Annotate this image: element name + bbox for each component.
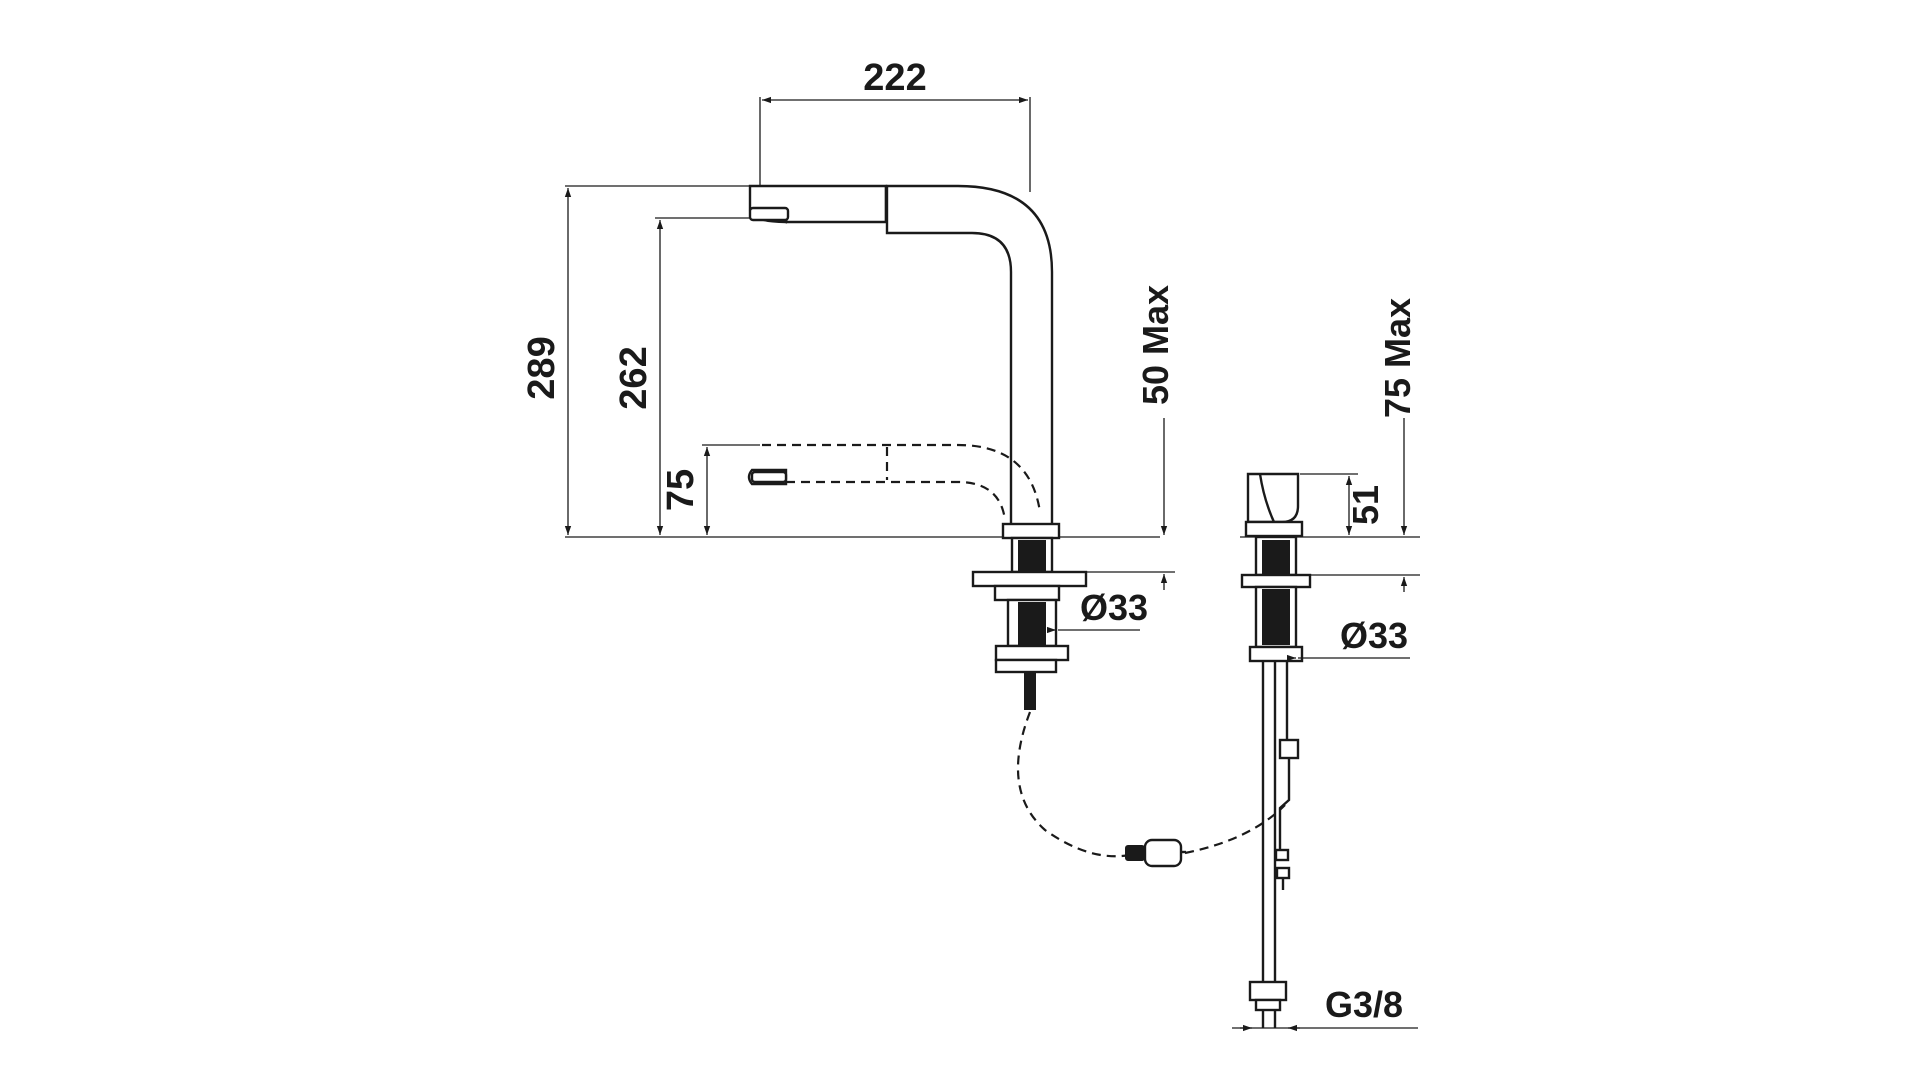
pulled-out-height-dimension: 75 (660, 444, 760, 535)
pull-out-hose (1016, 711, 1286, 868)
handle-height-dimension: 51 (1300, 473, 1386, 535)
deck-thickness-dimension-left: 50 Max (1060, 285, 1176, 590)
handle-height-label: 51 (1345, 485, 1386, 525)
pulled-out-height-label: 75 (660, 469, 702, 511)
reach-dimension: 222 (759, 57, 1031, 192)
total-height-label: 289 (521, 336, 563, 399)
hole-diameter-dimension-left: Ø33 (1047, 587, 1148, 634)
spout-height-label: 262 (613, 346, 655, 409)
pulled-out-spout (747, 443, 1042, 521)
thread-left (1018, 540, 1046, 646)
front-view: 222 289 262 75 (521, 57, 1286, 868)
reach-label: 222 (863, 57, 926, 99)
deck-thickness-right-label: 75 Max (1377, 298, 1418, 418)
mounting-assembly-left (971, 522, 1088, 710)
connection-thread-label: G3/8 (1325, 984, 1403, 1025)
hole-diameter-right-label: Ø33 (1340, 615, 1408, 656)
side-view: 51 75 Max Ø33 G3/8 (1232, 298, 1420, 1032)
deck-thickness-left-label: 50 Max (1135, 285, 1176, 405)
total-height-dimension: 289 (521, 185, 770, 535)
connection-thread-dimension: G3/8 (1232, 984, 1418, 1032)
spout (748, 184, 1054, 537)
hole-diameter-dimension-right: Ø33 (1287, 615, 1410, 662)
lever-handle (1244, 472, 1304, 538)
hole-diameter-left-label: Ø33 (1080, 587, 1148, 628)
supply-hoses (1248, 661, 1300, 1028)
spout-height-dimension: 262 (613, 217, 770, 535)
mounting-assembly-right (1240, 535, 1312, 663)
deck-thickness-dimension-right: 75 Max (1302, 298, 1420, 592)
